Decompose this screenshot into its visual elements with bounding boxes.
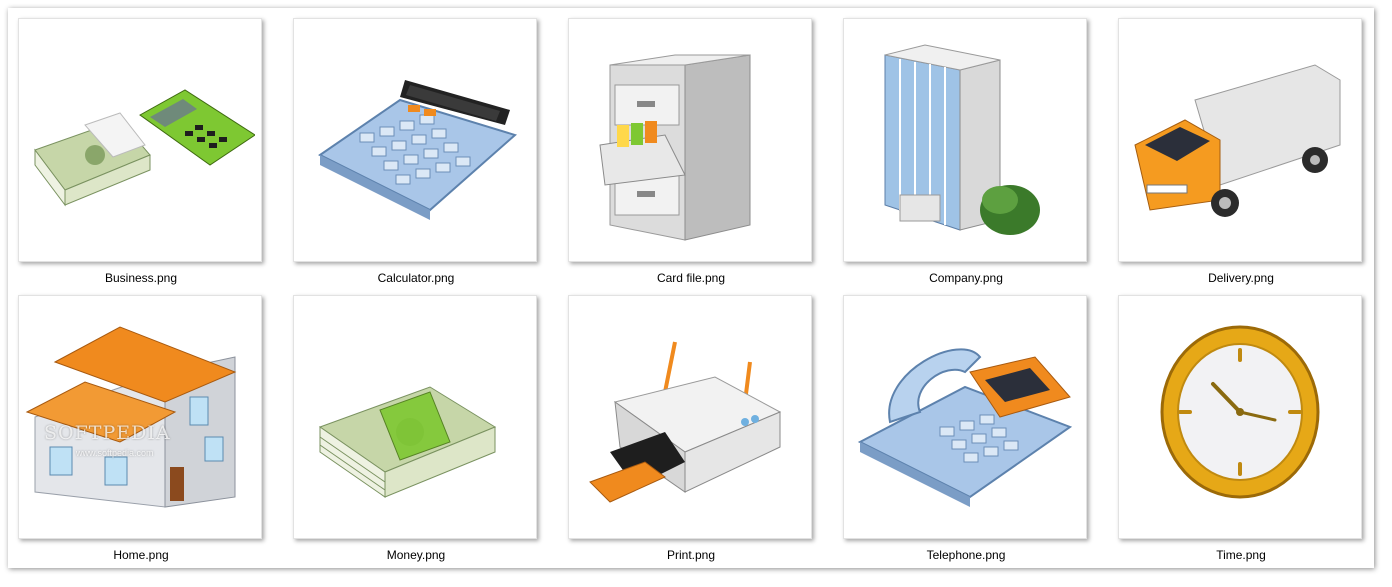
file-name: Calculator.png [377, 271, 455, 285]
file-time[interactable]: Time.png [1118, 295, 1364, 571]
thumbnail-money [293, 295, 537, 539]
thumbnail-print [568, 295, 812, 539]
thumbnail-calculator [293, 18, 537, 262]
file-thumbnail-view: Business.png [8, 8, 1374, 568]
file-telephone[interactable]: Telephone.png [843, 295, 1089, 571]
money-and-phone-icon [34, 89, 255, 207]
file-name: Company.png [929, 271, 1003, 285]
file-name: Print.png [666, 548, 716, 562]
office-building-icon [884, 44, 1040, 235]
thumbnail-delivery [1118, 18, 1362, 262]
delivery-truck-icon [1134, 64, 1341, 217]
telephone-icon [857, 348, 1073, 507]
card-file-cabinet-icon [599, 54, 751, 241]
file-name: Telephone.png [926, 548, 1006, 562]
thumbnail-company [843, 18, 1087, 262]
thumbnail-time [1118, 295, 1362, 539]
file-name: Business.png [104, 271, 178, 285]
file-company[interactable]: Company.png [843, 18, 1089, 294]
money-stack-icon [318, 386, 497, 498]
file-name: Home.png [113, 548, 169, 562]
file-delivery[interactable]: Delivery.png [1118, 18, 1364, 294]
calculator-icon [318, 80, 518, 220]
file-name: Delivery.png [1208, 271, 1274, 285]
thumbnail-telephone [843, 295, 1087, 539]
file-name: Money.png [386, 548, 446, 562]
file-calculator[interactable]: Calculator.png [293, 18, 539, 294]
thumbnail-home [18, 295, 262, 539]
file-name: Time.png [1216, 548, 1266, 562]
file-business[interactable]: Business.png [18, 18, 264, 294]
thumbnail-card-file [568, 18, 812, 262]
file-money[interactable]: Money.png [293, 295, 539, 571]
printer-icon [589, 341, 782, 503]
clock-icon [1160, 325, 1320, 499]
file-home[interactable]: Home.png [18, 295, 264, 571]
file-print[interactable]: Print.png [568, 295, 814, 571]
house-icon [25, 326, 237, 508]
file-name: Card file.png [656, 271, 726, 285]
file-card-file[interactable]: Card file.png [568, 18, 814, 294]
thumbnail-business [18, 18, 262, 262]
